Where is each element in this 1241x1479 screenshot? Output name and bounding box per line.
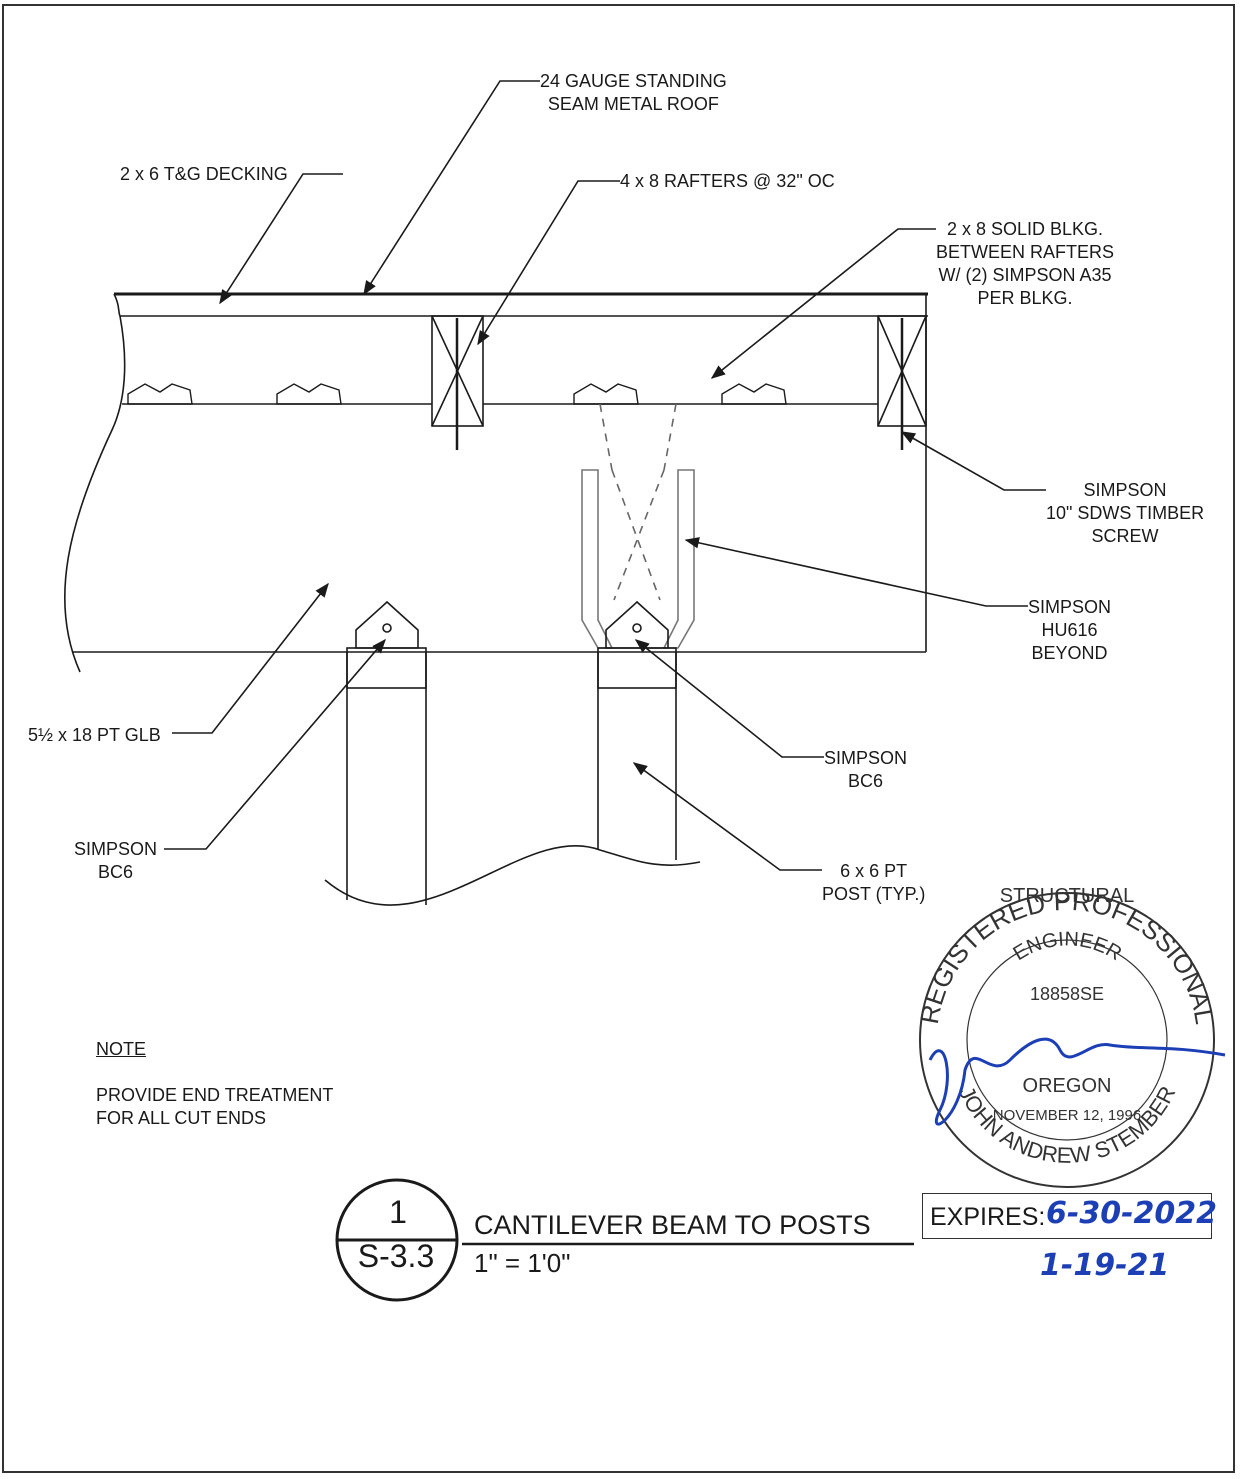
signature: [928, 1037, 1226, 1126]
seal-date: NOVEMBER 12, 1996: [993, 1107, 1141, 1124]
engineer-seal: REGISTERED PROFESSIONAL JOHN ANDREW STEM…: [914, 885, 1226, 1188]
roof-leader: [363, 80, 540, 296]
label-blocking: 2 x 8 SOLID BLKG. BETWEEN RAFTERS W/ (2)…: [936, 219, 1115, 308]
label-bc6-left: SIMPSON BC6: [74, 839, 158, 882]
hu616-hanger: [581, 469, 695, 649]
seal-state: OREGON: [1023, 1075, 1112, 1097]
label-decking: 2 x 6 T&G DECKING: [120, 164, 288, 184]
decking-leader: [219, 173, 343, 305]
sheet-border: [2, 4, 1235, 1473]
label-bc6-right: SIMPSON BC6: [824, 748, 908, 791]
expires-date: 6-30-2022: [1046, 1196, 1218, 1231]
post-break-line: [324, 844, 701, 906]
bc6-cap-left: [346, 600, 427, 689]
detail-number: 1: [389, 1194, 407, 1230]
expires-label: EXPIRES:: [930, 1203, 1046, 1231]
hidden-rafter: [599, 403, 677, 601]
label-hanger: SIMPSON HU616 BEYOND: [1028, 597, 1112, 663]
rafter-leader: [477, 180, 620, 346]
glb-leader: [172, 582, 329, 734]
seal-license: 18858SE: [1030, 984, 1104, 1004]
svg-text:ENGINEER: ENGINEER: [1010, 928, 1126, 965]
signed-date: 1-19-21: [1040, 1248, 1170, 1283]
label-glb: 5½ x 18 PT GLB: [28, 725, 161, 745]
rafter-section-1: [431, 315, 484, 450]
detail-sheet: S-3.3: [357, 1238, 435, 1274]
a35-clip: [127, 383, 787, 405]
bc6-left-leader: [164, 638, 386, 850]
detail-scale: 1" = 1'0": [474, 1248, 571, 1278]
note-heading: NOTE: [96, 1039, 147, 1059]
label-screw: SIMPSON 10" SDWS TIMBER SCREW: [1046, 480, 1205, 546]
expires-box: [922, 1193, 1212, 1239]
label-roof: 24 GAUGE STANDING SEAM METAL ROOF: [540, 71, 727, 114]
rafter-section-2: [877, 315, 927, 450]
seal-engineer: ENGINEER: [1010, 928, 1126, 965]
blocking-leader: [710, 228, 936, 379]
bc6-right-leader: [634, 639, 824, 758]
post-left: [346, 652, 427, 905]
hanger-leader: [684, 537, 1028, 607]
seal-discipline: STRUCTURAL: [1000, 885, 1134, 907]
label-rafters: 4 x 8 RAFTERS @ 32" OC: [620, 171, 835, 191]
beam-break-line: [64, 315, 126, 673]
screw-leader: [900, 431, 1046, 491]
post-leader: [632, 762, 822, 871]
post-right: [597, 652, 677, 860]
detail-title: CANTILEVER BEAM TO POSTS: [474, 1210, 871, 1240]
roof-end: [113, 293, 121, 317]
note-text: PROVIDE END TREATMENT FOR ALL CUT ENDS: [96, 1085, 334, 1128]
label-post: 6 x 6 PT POST (TYP.): [822, 861, 926, 904]
